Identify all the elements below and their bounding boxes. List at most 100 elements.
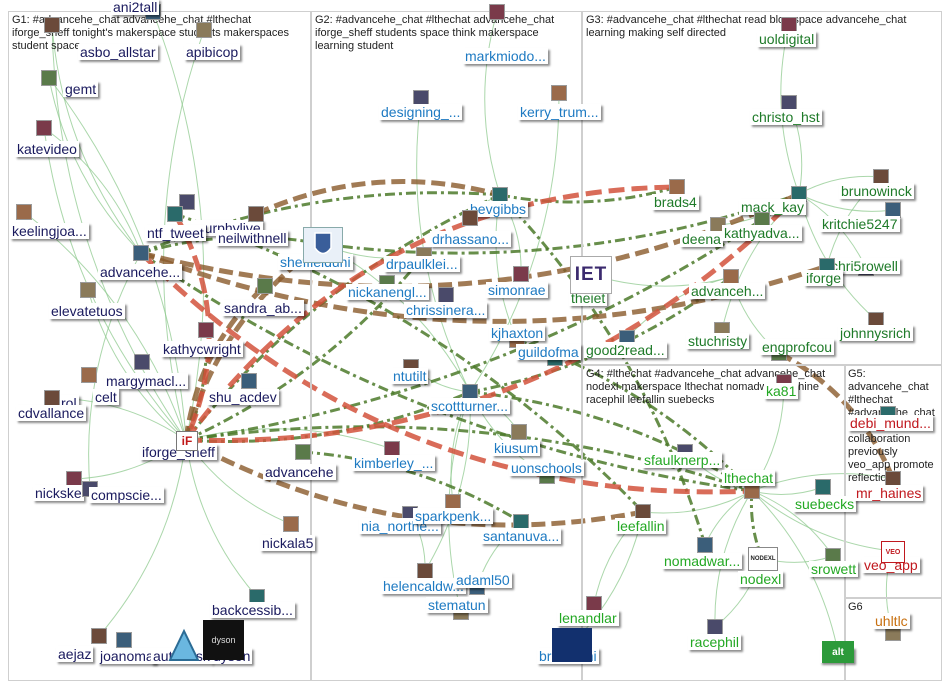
avatar-drhassano[interactable] <box>462 210 478 226</box>
node-label-kjhaxton[interactable]: kjhaxton <box>489 325 546 341</box>
node-label-drhassano[interactable]: drhassano... <box>430 231 512 247</box>
avatar-kerry-trum[interactable] <box>551 85 567 101</box>
avatar-nickala5[interactable] <box>283 516 299 532</box>
node-label-lenandlar[interactable]: lenandlar <box>557 610 619 626</box>
node-label-elevatetuos[interactable]: elevatetuos <box>49 303 125 319</box>
node-label-helencaldw[interactable]: helencaldw... <box>381 578 466 594</box>
node-label-uhltlc[interactable]: uhltlc <box>873 613 910 629</box>
avatar-cdvallance[interactable] <box>44 390 60 406</box>
node-label-kiusum[interactable]: kiusum <box>492 440 541 456</box>
avatar-celt[interactable] <box>81 367 97 383</box>
node-label-neilwithnell[interactable]: neilwithnell <box>216 230 289 246</box>
node-label-margymacl[interactable]: margymacl... <box>104 373 189 389</box>
node-label-designing[interactable]: designing_... <box>379 104 463 120</box>
node-label-santanuva[interactable]: santanuva... <box>481 528 562 544</box>
node-label-cdvallance[interactable]: cdvallance <box>16 405 87 421</box>
node-label-deena[interactable]: deena <box>680 231 723 247</box>
avatar-shu-acdev[interactable] <box>241 373 257 389</box>
node-label-nickske[interactable]: nickske <box>33 485 84 501</box>
avatar-ntf-tweet[interactable] <box>167 206 183 222</box>
node-label-nickanengl[interactable]: nickanengl... <box>346 284 429 300</box>
node-label-ka81[interactable]: ka81 <box>764 383 799 399</box>
avatar-kathycwright[interactable] <box>198 322 214 338</box>
avatar-asbo-allstar[interactable] <box>44 17 60 33</box>
node-label-kimberley[interactable]: kimberley_... <box>352 455 436 471</box>
node-label-aejaz[interactable]: aejaz <box>56 646 94 662</box>
node-label-asbo-allstar[interactable]: asbo_allstar <box>78 44 158 60</box>
avatar-racephil[interactable] <box>707 619 723 635</box>
node-label-nodexl[interactable]: nodexl <box>738 571 784 587</box>
avatar-murphylive[interactable] <box>179 194 195 210</box>
node-label-apibicop[interactable]: apibicop <box>184 44 241 60</box>
avatar-kiusum[interactable] <box>511 424 527 440</box>
node-label-brunowinck[interactable]: brunowinck <box>839 183 914 199</box>
node-label-ntutilt[interactable]: ntutilt <box>391 368 429 384</box>
avatar-markmiodo[interactable] <box>489 4 505 20</box>
node-label-scottturner[interactable]: scottturner... <box>429 398 511 414</box>
node-label-celt[interactable]: celt <box>93 389 119 405</box>
node-label-adaml50[interactable]: adaml50 <box>454 572 512 588</box>
node-label-christo-hst[interactable]: christo_hst <box>750 109 822 125</box>
node-label-brads4[interactable]: brads4 <box>652 194 699 210</box>
avatar-keelingjoa[interactable] <box>16 204 32 220</box>
node-label-keelingjoa[interactable]: keelingjoa... <box>10 223 89 239</box>
avatar-elevatetuos[interactable] <box>80 282 96 298</box>
node-label-katevideo[interactable]: katevideo <box>15 141 79 157</box>
node-label-srowett[interactable]: srowett <box>809 561 859 577</box>
node-label-backcessib[interactable]: backcessib... <box>210 602 295 618</box>
node-label-kerry-trum[interactable]: kerry_trum... <box>518 104 601 120</box>
node-label-bevgibbs[interactable]: bevgibbs <box>468 201 529 217</box>
node-label-advancehe[interactable]: advancehe... <box>98 264 183 280</box>
node-label-mr-haines[interactable]: mr_haines <box>854 485 924 501</box>
node-label-debi-mund[interactable]: debi_mund... <box>848 415 933 431</box>
node-label-advancehe[interactable]: advancehe <box>263 464 336 480</box>
node-label-kathycwright[interactable]: kathycwright <box>161 341 243 357</box>
node-label-nickala5[interactable]: nickala5 <box>260 535 316 551</box>
node-label-guildofma[interactable]: guildofma <box>516 344 581 360</box>
node-label-markmiodo[interactable]: markmiodo... <box>463 48 548 64</box>
node-label-kritchie5247[interactable]: kritchie5247 <box>820 216 900 232</box>
node-label-simonrae[interactable]: simonrae <box>486 282 548 298</box>
node-label-chri5rowell[interactable]: chri5rowell <box>829 258 900 274</box>
node-label-stuchristy[interactable]: stuchristy <box>686 333 750 349</box>
avatar-aejaz[interactable] <box>91 628 107 644</box>
avatar-advancehe[interactable] <box>295 444 311 460</box>
avatar-joanoma[interactable] <box>116 632 132 648</box>
node-label-compscie[interactable]: compscie... <box>89 487 164 503</box>
node-label-advanceh[interactable]: advanceh... <box>689 283 766 299</box>
avatar-sandra-ab[interactable] <box>257 278 273 294</box>
node-label-shu-acdev[interactable]: shu_acdev <box>207 389 279 405</box>
avatar-gemt[interactable] <box>41 70 57 86</box>
avatar-apibicop[interactable] <box>196 22 212 38</box>
node-label-nomadwar[interactable]: nomadwar... <box>662 553 743 569</box>
node-label-joanoma[interactable]: joanoma <box>98 648 156 664</box>
avatar-chrissinera[interactable] <box>438 287 454 303</box>
node-label-sparkpenk[interactable]: sparkpenk... <box>413 508 494 524</box>
node-label-johnnysrich[interactable]: johnnysrich <box>838 325 913 341</box>
node-label-uoldigital[interactable]: uoldigital <box>757 31 817 47</box>
node-label-sandra-ab[interactable]: sandra_ab... <box>222 300 304 316</box>
avatar-brads4[interactable] <box>669 179 685 195</box>
node-label-chrissinera[interactable]: chrissinera... <box>404 302 488 318</box>
node-label-gemt[interactable]: gemt <box>63 81 99 97</box>
node-label-engprofcou[interactable]: engprofcou <box>760 339 835 355</box>
avatar-margymacl[interactable] <box>134 354 150 370</box>
avatar-katevideo[interactable] <box>36 120 52 136</box>
node-label-kathyadva[interactable]: kathyadva... <box>722 225 802 241</box>
avatar-nomadwar[interactable] <box>697 537 713 553</box>
node-label-uonschools[interactable]: uonschools <box>509 460 584 476</box>
node-label-mack-kay[interactable]: mack_kay <box>739 199 807 215</box>
node-label-sfaulknerp[interactable]: sfaulknerp... <box>642 452 723 468</box>
node-label-lthechat[interactable]: lthechat <box>722 470 776 486</box>
node-label-stematun[interactable]: stematun <box>426 597 488 613</box>
node-label-good2read[interactable]: good2read... <box>584 342 667 358</box>
avatar-helencaldw[interactable] <box>417 563 433 579</box>
avatar-simonrae[interactable] <box>513 266 529 282</box>
node-label-theiet[interactable]: theiet <box>569 290 608 306</box>
node-label-suebecks[interactable]: suebecks <box>793 496 857 512</box>
node-label-ani2tall[interactable]: ani2tall <box>111 0 160 15</box>
node-label-drpaulklei[interactable]: drpaulklei... <box>384 256 460 272</box>
node-label-iforge[interactable]: iforge <box>804 270 844 286</box>
avatar-neilwithnell[interactable] <box>248 206 264 222</box>
node-label-leefallin[interactable]: leefallin <box>615 518 667 534</box>
